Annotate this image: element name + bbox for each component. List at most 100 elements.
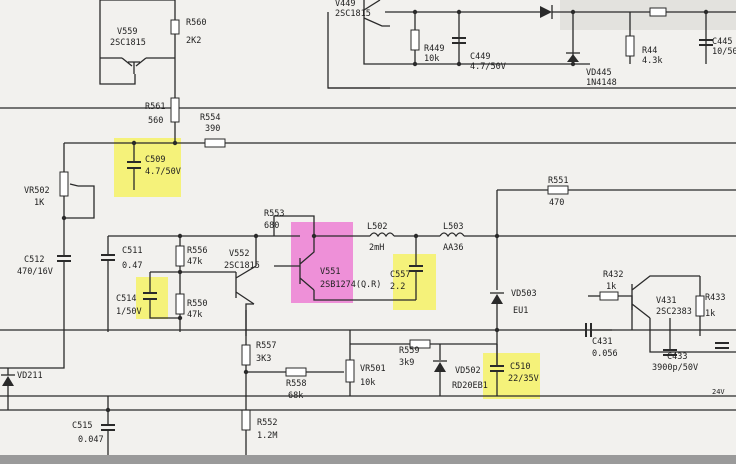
potentiometer-vr501	[345, 359, 355, 383]
label-r556-ref: R556	[187, 246, 207, 256]
label-v551-ref: V551	[320, 267, 340, 277]
highlight-c557	[393, 254, 436, 310]
label-r553-ref: R553	[264, 209, 284, 219]
right-section	[0, 185, 736, 366]
label-v552-ref: V552	[229, 249, 249, 259]
resistor-r44x	[625, 35, 635, 57]
diode-vd503	[491, 294, 503, 304]
transistor-v431	[631, 275, 700, 319]
inductor-l502	[369, 232, 395, 238]
label-c510-value: 22/35V	[508, 374, 539, 384]
label-l502-value: 2mH	[369, 243, 384, 253]
label-c433-ref: C433	[667, 352, 687, 362]
label-v559-part: 2SC1815	[110, 38, 146, 48]
label-r558-value: 68k	[288, 391, 303, 401]
label-vd445-part: 1N4148	[586, 78, 617, 88]
rail-143	[63, 138, 736, 190]
label-v559-ref: V559	[117, 27, 137, 37]
label-v551-part: 2SB1274(Q.R)	[320, 280, 381, 290]
lower-section	[0, 310, 736, 455]
label-r561-value: 560	[148, 116, 163, 126]
label-v449-ref: V449	[335, 0, 355, 9]
transistor-v551	[299, 236, 315, 291]
label-r560-ref: R560	[186, 18, 206, 28]
resistor-r449	[410, 29, 420, 51]
label-c449-value: 4.7/50V	[470, 62, 506, 72]
label-c509-ref: C509	[145, 155, 165, 165]
label-v552-part: 2SC1815	[224, 261, 260, 271]
label-r433-ref: R433	[705, 293, 725, 303]
label-c433-value: 3900p/50V	[652, 363, 698, 373]
resistor-r554	[204, 138, 226, 148]
top-right-section	[0, 0, 736, 109]
label-vd445-ref: VD445	[586, 68, 612, 78]
label-r552-ref: R552	[257, 418, 277, 428]
label-r556-value: 47k	[187, 257, 202, 267]
label-r554-value: 390	[205, 124, 220, 134]
label-r557-ref: R557	[256, 341, 276, 351]
v559-block	[99, 0, 180, 143]
resistor-r558	[285, 367, 307, 377]
label-r432-value: 1k	[606, 282, 616, 292]
diode-vd211	[2, 376, 14, 386]
label-r554-ref: R554	[200, 113, 220, 123]
label-r432-ref: R432	[603, 270, 623, 280]
highlight-c510	[483, 353, 540, 399]
label-v431-part: 2SC2383	[656, 307, 692, 317]
label-r552-value: 1.2M	[257, 431, 277, 441]
label-vr501-value: 10k	[360, 378, 375, 388]
label-vd502-ref: VD502	[455, 366, 481, 376]
label-c509-value: 4.7/50V	[145, 167, 181, 177]
label-c431-value: 0.056	[592, 349, 618, 359]
label-vd503-value: EU1	[513, 306, 528, 316]
label-vd211-ref: VD211	[17, 371, 43, 381]
label-r550-value: 47k	[187, 310, 202, 320]
label-c431-ref: C431	[592, 337, 612, 347]
label-r559-value: 3k9	[399, 358, 414, 368]
label-r449-ref: R449	[424, 44, 444, 54]
label-c511-value: 0.47	[122, 261, 142, 271]
label-r558-ref: R558	[286, 379, 306, 389]
label-r433-value: 1k	[705, 309, 715, 319]
resistor-r552	[241, 409, 251, 431]
label-v431-ref: V431	[656, 296, 676, 306]
label-r557-value: 3K3	[256, 354, 271, 364]
resistor-r561	[170, 97, 180, 123]
label-r551-value: 470	[549, 198, 564, 208]
resistor-r550	[175, 293, 185, 315]
resistor-r557	[241, 344, 251, 366]
label-l503-ref: L503	[443, 222, 463, 232]
label-24v: 24V	[712, 388, 725, 396]
label-r551-ref: R551	[548, 176, 568, 186]
label-l502-ref: L502	[367, 222, 387, 232]
label-c511-ref: C511	[122, 246, 142, 256]
label-vd503-ref: VD503	[511, 289, 537, 299]
label-r44x-ref: R44	[642, 46, 657, 56]
diode-vd502	[434, 362, 446, 372]
transistor-v552	[235, 265, 257, 305]
label-r44x-value: 4.3k	[642, 56, 662, 66]
resistor-r560	[170, 19, 180, 35]
label-c445-ref: C445	[712, 37, 732, 47]
label-c515-value: 0.047	[78, 435, 104, 445]
label-vr501-ref: VR501	[360, 364, 386, 374]
label-c514-value: 1/50V	[116, 307, 142, 317]
resistor-r433	[695, 295, 705, 317]
inductor-l503	[439, 232, 465, 238]
page-shadow	[560, 0, 736, 30]
mid-section	[101, 215, 736, 336]
label-r449-value: 10k	[424, 54, 439, 64]
page-bottom-edge	[0, 455, 736, 464]
label-c514-ref: C514	[116, 294, 136, 304]
label-v449-part: 2SC1815	[335, 9, 371, 19]
label-c557-value: 2.2	[390, 282, 405, 292]
label-vr502-value: 1K	[34, 198, 45, 208]
resistor-top-right	[649, 7, 667, 17]
label-c557-ref: C557	[390, 270, 410, 280]
label-vd502-value: RD20EB1	[452, 381, 488, 391]
label-c512-ref: C512	[24, 255, 44, 265]
label-r553-value: 680	[264, 221, 279, 231]
